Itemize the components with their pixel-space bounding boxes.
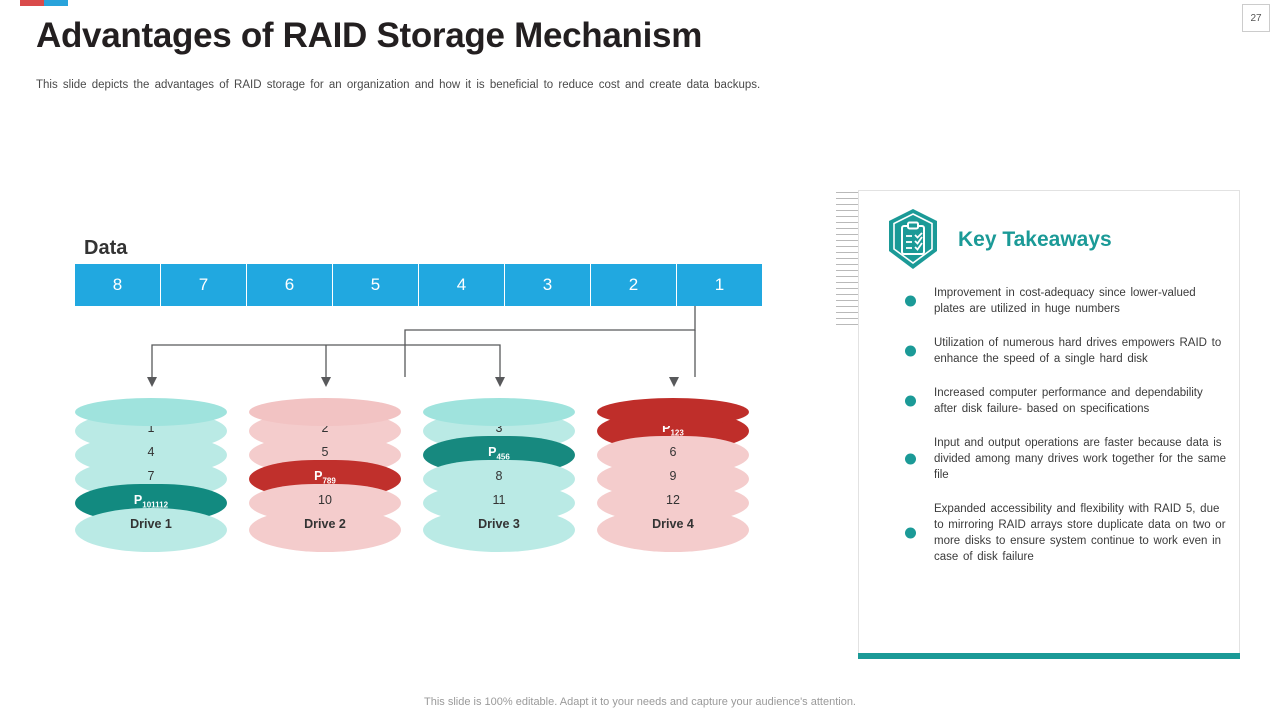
block-label: P101112 — [133, 493, 169, 510]
list-item-text: Expanded accessibility and flexibility w… — [934, 503, 1226, 563]
page-number: 27 — [1242, 4, 1270, 32]
block-label: 4 — [147, 445, 155, 459]
cylinder-top — [75, 398, 227, 426]
drive-label: Drive 3 — [478, 517, 520, 531]
drive-label: Drive 2 — [304, 517, 346, 531]
block-label: P123 — [662, 421, 684, 438]
list-item-text: Improvement in cost-adequacy since lower… — [934, 287, 1196, 315]
list-item: Improvement in cost-adequacy since lower… — [900, 285, 1230, 317]
block-label: 12 — [666, 493, 680, 507]
key-takeaways-list: Improvement in cost-adequacy since lower… — [900, 285, 1230, 583]
block-label: 5 — [321, 445, 329, 459]
key-takeaways-title: Key Takeaways — [958, 228, 1112, 251]
block-label: P456 — [488, 445, 510, 462]
data-stripe: 8 7 6 5 4 3 2 1 — [75, 264, 762, 306]
bullet-dot-icon — [905, 453, 916, 465]
list-item-text: Input and output operations are faster b… — [934, 437, 1226, 481]
list-item-text: Utilization of numerous hard drives empo… — [934, 337, 1222, 365]
drive-label: Drive 1 — [130, 517, 172, 531]
block-label: 10 — [318, 493, 332, 507]
drive-label: Drive 4 — [652, 517, 694, 531]
block-label: P789 — [314, 469, 336, 486]
bullet-dot-icon — [905, 527, 916, 539]
cylinder-base: Drive 3 — [423, 508, 575, 552]
list-item-text: Increased computer performance and depen… — [934, 387, 1203, 415]
page-subtitle: This slide depicts the advantages of RAI… — [36, 79, 761, 91]
block-label: 9 — [669, 469, 677, 483]
hatch-decoration — [836, 192, 858, 327]
accent-bar-blue — [44, 0, 68, 6]
cylinder-base: Drive 4 — [597, 508, 749, 552]
stripe-cell: 5 — [333, 264, 419, 306]
list-item: Increased computer performance and depen… — [900, 385, 1230, 417]
footer-note: This slide is 100% editable. Adapt it to… — [424, 696, 856, 708]
block-label: 11 — [492, 493, 506, 507]
cylinder-top — [597, 398, 749, 426]
clipboard-checklist-icon — [879, 207, 947, 275]
stripe-cell: 6 — [247, 264, 333, 306]
stripe-cell: 8 — [75, 264, 161, 306]
data-label: Data — [84, 237, 128, 259]
cylinder-base: Drive 1 — [75, 508, 227, 552]
stripe-cell: 3 — [505, 264, 591, 306]
cylinder-top — [249, 398, 401, 426]
block-label: 2 — [321, 421, 329, 435]
stripe-cell: 7 — [161, 264, 247, 306]
block-label: 6 — [669, 445, 677, 459]
bullet-dot-icon — [905, 395, 916, 407]
stripe-cell: 2 — [591, 264, 677, 306]
bullet-dot-icon — [905, 295, 916, 307]
cylinder-top — [423, 398, 575, 426]
cylinder-base: Drive 2 — [249, 508, 401, 552]
connector-arrows — [147, 306, 696, 387]
page-title: Advantages of RAID Storage Mechanism — [36, 16, 703, 55]
stripe-cell: 1 — [677, 264, 762, 306]
accent-bar-red — [20, 0, 44, 6]
panel-bottom-bar — [858, 653, 1240, 659]
list-item: Utilization of numerous hard drives empo… — [900, 335, 1230, 367]
block-label: 3 — [495, 421, 503, 435]
bullet-dot-icon — [905, 345, 916, 357]
block-label: 1 — [147, 421, 155, 435]
list-item: Expanded accessibility and flexibility w… — [900, 501, 1230, 565]
key-takeaways-panel — [858, 190, 1240, 658]
block-label: 7 — [147, 469, 155, 483]
list-item: Input and output operations are faster b… — [900, 435, 1230, 483]
stripe-cell: 4 — [419, 264, 505, 306]
block-label: 8 — [495, 469, 503, 483]
